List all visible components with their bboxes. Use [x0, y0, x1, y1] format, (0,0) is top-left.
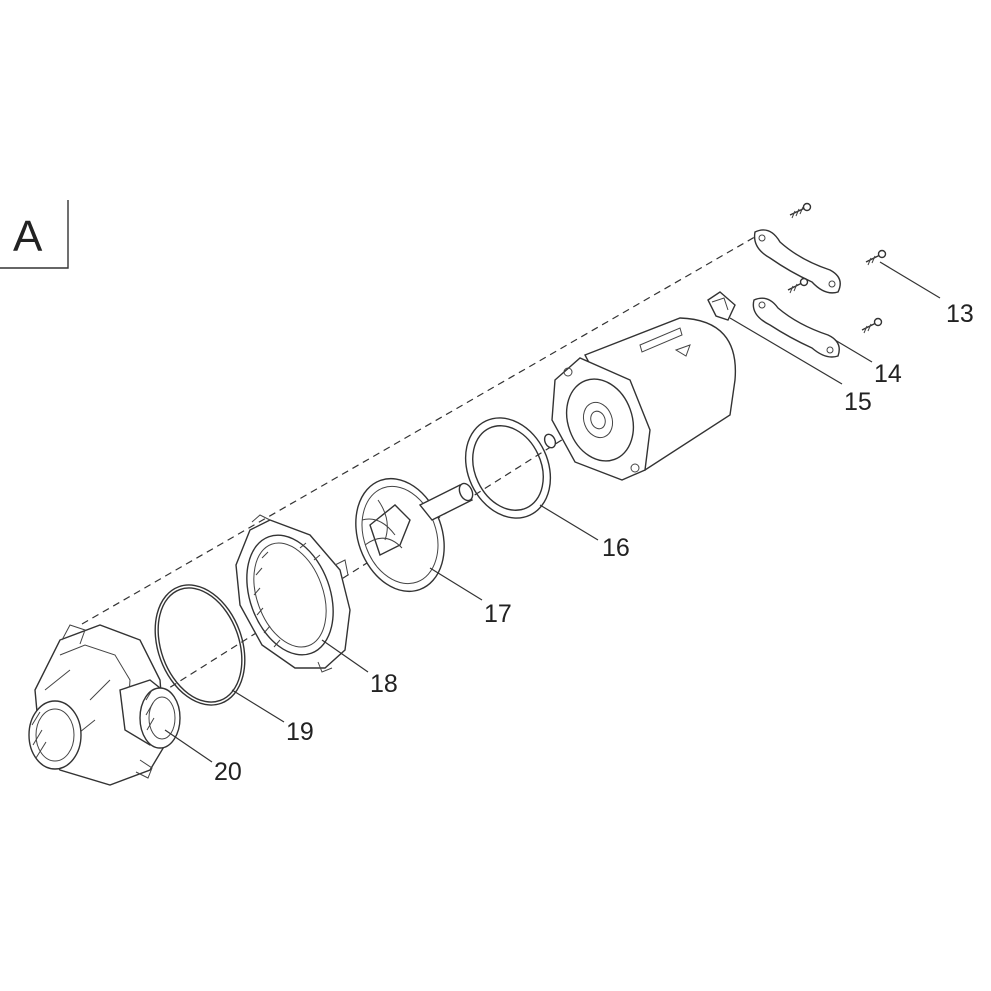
part-label-13: 13: [946, 300, 974, 328]
screw-top: [789, 202, 812, 219]
upper-axis-line: [81, 233, 761, 625]
part-label-20: 20: [214, 758, 242, 786]
part-labels: 13 14 15 16 17 18 19 20: [214, 300, 974, 786]
upper-bracket: [753, 229, 841, 294]
screw-right-lower: [861, 317, 883, 334]
section-marker: A: [0, 200, 69, 269]
leader-20: [164, 729, 213, 763]
leader-14: [834, 339, 873, 363]
part-label-19: 19: [286, 718, 314, 746]
o-ring: [154, 584, 246, 706]
part-label-17: 17: [484, 600, 512, 628]
leader-19: [231, 689, 285, 723]
leader-16: [539, 504, 599, 541]
leader-13: [879, 261, 941, 299]
gasket-ring: [464, 417, 552, 519]
part-label-18: 18: [370, 670, 398, 698]
part-label-16: 16: [602, 534, 630, 562]
leader-lines: [164, 261, 941, 763]
motor: [551, 317, 737, 481]
screw-middle: [787, 277, 809, 294]
part-label-14: 14: [874, 360, 902, 388]
part-label-15: 15: [844, 388, 872, 416]
screw-right-upper: [865, 249, 887, 266]
pump-housing: [28, 624, 181, 786]
leader-18: [321, 639, 369, 673]
section-letter: A: [13, 212, 43, 261]
seal-plate: [235, 514, 351, 673]
leader-17: [429, 567, 483, 601]
impeller: [355, 477, 474, 593]
seal-washer: [543, 433, 557, 449]
motor-clip: [707, 291, 736, 321]
assembly-axes: [81, 233, 761, 701]
lower-bracket: [752, 297, 840, 358]
leader-15: [729, 317, 843, 385]
